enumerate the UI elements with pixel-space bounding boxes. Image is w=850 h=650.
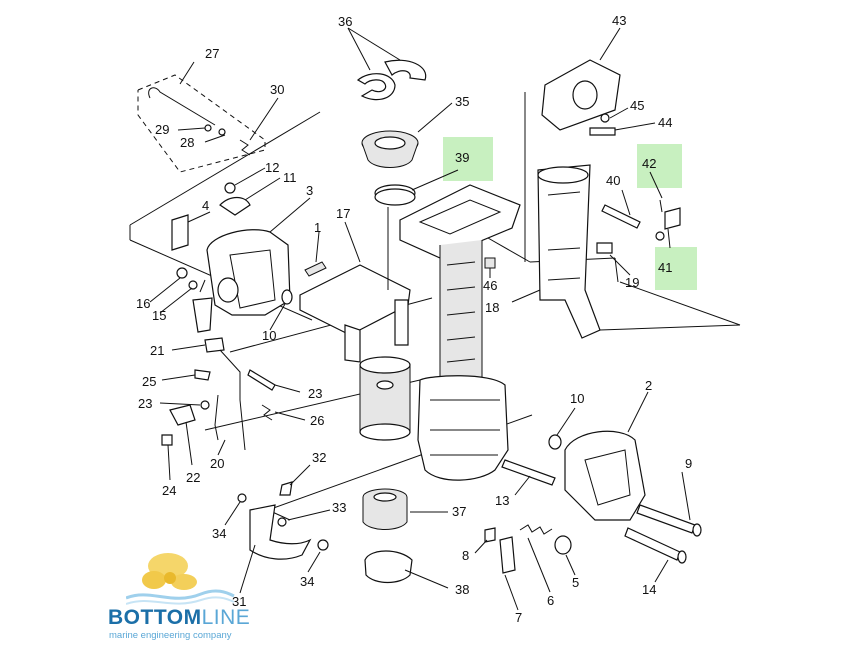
label-18: 18 [485,300,499,315]
label-23-lower: 23 [138,396,152,411]
label-39: 39 [455,150,469,165]
label-28: 28 [180,135,194,150]
label-42: 42 [642,156,656,171]
part-35-bushing [361,102,453,168]
label-11: 11 [283,170,297,185]
part-4-plate [171,211,211,251]
label-43: 43 [612,13,626,28]
label-22: 22 [186,470,200,485]
label-25: 25 [142,374,156,389]
label-5: 5 [572,575,579,590]
label-37: 37 [452,504,466,519]
label-33: 33 [332,500,346,515]
part-13-shaft [501,459,556,496]
label-44: 44 [658,115,672,130]
label-38: 38 [455,582,469,597]
part-10-washers [269,289,576,450]
label-35: 35 [455,94,469,109]
part-11-12-hardware [219,167,281,216]
label-16: 16 [136,296,150,311]
part-19-bolt [596,242,631,276]
label-7: 7 [515,610,522,625]
part-18-swivel-bracket [511,164,601,339]
part-43-upper-mount [541,27,621,131]
label-19: 19 [625,275,639,290]
label-6: 6 [547,593,554,608]
part-28-29-hardware [177,124,226,143]
highlight-box-42 [637,144,682,188]
part-37-38-bushings [362,488,449,589]
label-23-upper: 23 [308,386,322,401]
label-32: 32 [312,450,326,465]
lower-left-linkage [159,337,306,481]
label-9: 9 [685,456,692,471]
part-39-band [374,169,459,206]
part-9-14-bolts [624,471,702,583]
part-46-key [484,257,496,278]
lever-dashed-box [137,74,266,173]
label-10-right: 10 [570,391,584,406]
label-17: 17 [336,206,350,221]
driveshaft-housing [399,184,521,481]
label-30: 30 [270,82,284,97]
label-29: 29 [155,122,169,137]
part-36-clips [347,27,427,101]
label-31: 31 [232,594,246,609]
label-13: 13 [495,493,509,508]
highlight-box-41 [655,247,697,290]
label-1: 1 [314,220,321,235]
label-27: 27 [205,46,219,61]
lower-lever-assembly [224,464,331,594]
label-2: 2 [645,378,652,393]
label-4: 4 [202,198,209,213]
label-46: 46 [483,278,497,293]
part-17-steering-bracket [299,207,411,441]
label-26: 26 [310,413,324,428]
label-21: 21 [150,343,164,358]
part-27-lever [148,87,216,126]
label-20: 20 [210,456,224,471]
highlight-box-39 [443,137,493,181]
part-40-41-42-hardware [601,171,681,249]
propeller-icon [126,553,235,605]
logo-brand-text: BOTTOMLINE [108,606,251,629]
label-41: 41 [658,260,672,275]
label-15: 15 [152,308,166,323]
label-34-right: 34 [300,574,314,589]
part-2-clamp-bracket [564,391,649,521]
label-14: 14 [642,582,656,597]
label-34-left: 34 [212,526,226,541]
label-8: 8 [462,548,469,563]
part-44-45-hardware [589,107,656,136]
company-logo: BOTTOMLINE marine engineering company [106,548,256,643]
lower-right-hardware [474,524,576,611]
label-36: 36 [338,14,352,29]
logo-tagline: marine engineering company [109,630,232,641]
label-24: 24 [162,483,176,498]
part-number-labels: 1 2 3 4 5 6 7 8 9 10 10 11 12 13 14 15 1… [136,13,692,625]
label-10-left: 10 [262,328,276,343]
part-15-16-hardware [149,267,213,333]
part-30-spring [239,97,279,156]
part-3-clamp-bracket [206,197,311,316]
part-1-pad [304,231,327,277]
label-40: 40 [606,173,620,188]
label-12: 12 [265,160,279,175]
label-3: 3 [306,183,313,198]
label-45: 45 [630,98,644,113]
